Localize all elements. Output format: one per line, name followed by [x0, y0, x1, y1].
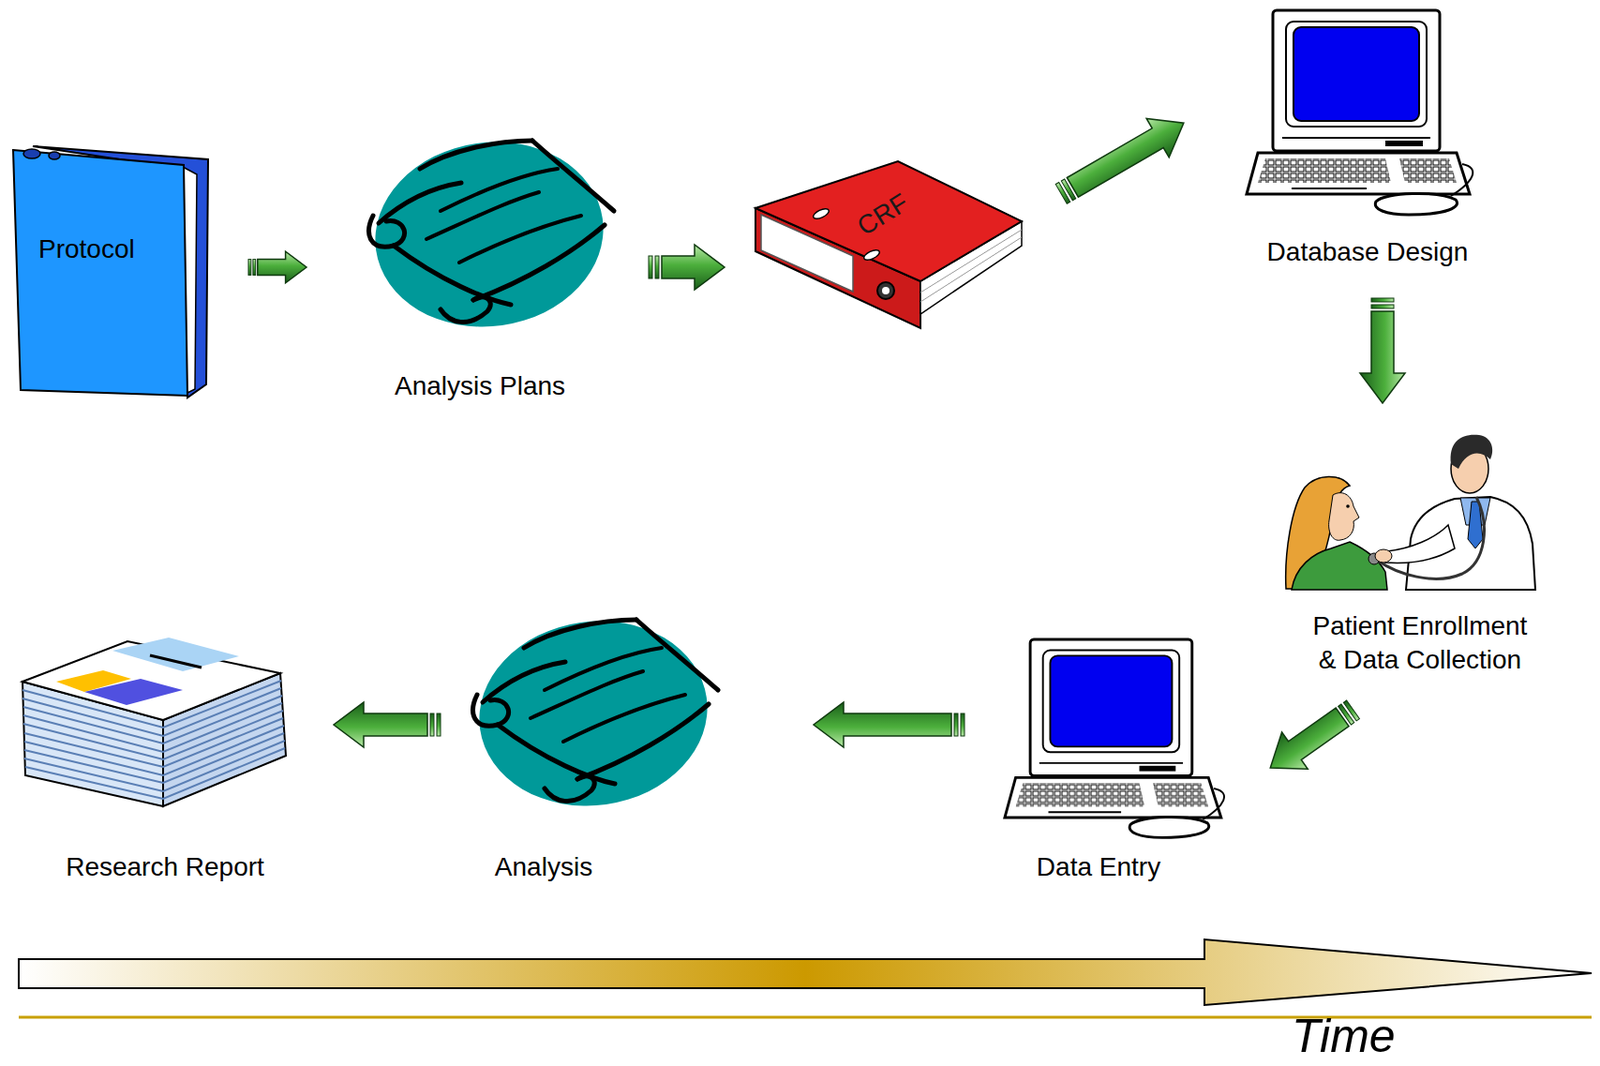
arrow-body	[1061, 103, 1196, 207]
arrow-tail-bar	[253, 259, 256, 276]
arrow-body	[1256, 698, 1355, 786]
patient-doctor-drawing-part	[1291, 541, 1388, 590]
data-entry-computer	[1004, 639, 1225, 838]
arrow-body	[1360, 311, 1406, 404]
arrow-body	[257, 251, 307, 284]
research-report-drawing	[22, 637, 286, 807]
database-design-node: Database Design	[1237, 8, 1500, 273]
patient-doctor-drawing	[1285, 434, 1536, 590]
arrow-tail-bar	[960, 713, 965, 736]
axis-label: Time	[1291, 1012, 1396, 1060]
arrow-body	[333, 702, 428, 748]
research-report-node: Research Report	[14, 637, 296, 888]
data-entry-node: Data Entry	[988, 637, 1242, 888]
patient-enrollment-node: Patient Enrollment & Data Collection	[1274, 433, 1556, 683]
arrow-tail-bar	[1338, 703, 1355, 725]
arrow-tail-bar	[648, 255, 653, 279]
protocol-node: Protocol	[10, 142, 211, 399]
protocol-binder-drawing-part	[13, 149, 188, 396]
node-label: CRF	[851, 185, 915, 243]
node-label: Research Report	[65, 850, 265, 884]
crf-binder-drawing-part	[811, 207, 831, 222]
research-report-drawing-part-part	[24, 740, 285, 792]
crf-node: CRF	[755, 163, 1021, 333]
analysis-scroll	[467, 606, 720, 821]
research-report-drawing-part-part	[25, 747, 285, 799]
time-arrow-part	[18, 939, 1592, 1005]
block-arrow	[1256, 690, 1366, 786]
protocol-binder-drawing	[13, 146, 209, 398]
arrow-body	[661, 244, 725, 290]
block-arrow	[1049, 103, 1196, 213]
node-label: Database Design	[1267, 235, 1469, 270]
node-label: Patient Enrollment & Data Collection	[1305, 609, 1536, 677]
crf-binder-drawing-part	[877, 282, 895, 300]
patient-doctor-drawing-part	[1345, 504, 1350, 509]
node-label: Analysis Plans	[394, 369, 566, 404]
block-arrow	[813, 702, 965, 748]
node-label: Analysis	[494, 850, 593, 884]
analysis-node: Analysis	[459, 612, 732, 888]
patient-doctor-drawing-part	[1385, 524, 1455, 563]
crf-binder-drawing	[755, 161, 1022, 329]
block-arrow	[248, 251, 307, 284]
arrow-tail-bar	[1371, 298, 1394, 302]
arrow-tail-bar	[1371, 304, 1394, 309]
crf-binder-drawing-part	[862, 248, 882, 263]
block-arrow	[1360, 298, 1406, 404]
crf-binder-drawing-part	[882, 286, 890, 295]
research-report-drawing-part	[84, 678, 183, 705]
database-computer	[1246, 10, 1473, 215]
arrow-body	[813, 702, 952, 748]
patient-doctor-drawing-part	[1450, 434, 1494, 469]
research-report-drawing-part	[149, 655, 202, 668]
arrow-tail-bar	[436, 713, 441, 736]
research-report-drawing-part	[112, 637, 240, 672]
protocol-binder-drawing-part	[23, 149, 41, 159]
block-arrow	[333, 702, 441, 748]
arrow-tail-bar	[655, 255, 659, 279]
protocol-binder-drawing-part	[48, 151, 60, 160]
arrow-tail-bar	[248, 259, 252, 276]
node-label: Data Entry	[1036, 850, 1161, 884]
analysis-plans-node: Analysis Plans	[356, 132, 629, 407]
arrow-tail-bar	[1061, 179, 1077, 201]
block-arrow	[648, 244, 725, 290]
arrow-tail-bar	[954, 713, 958, 736]
node-label: Protocol	[38, 232, 135, 267]
crf-binder-drawing-part	[755, 161, 1022, 282]
analysis-plans-scroll	[363, 127, 616, 342]
patient-doctor-drawing-part	[1375, 549, 1392, 563]
arrow-tail-bar	[430, 713, 434, 736]
patient-doctor-drawing-part	[1329, 493, 1360, 541]
patient-doctor-drawing-part	[1377, 496, 1484, 579]
time-arrow	[18, 939, 1592, 1017]
